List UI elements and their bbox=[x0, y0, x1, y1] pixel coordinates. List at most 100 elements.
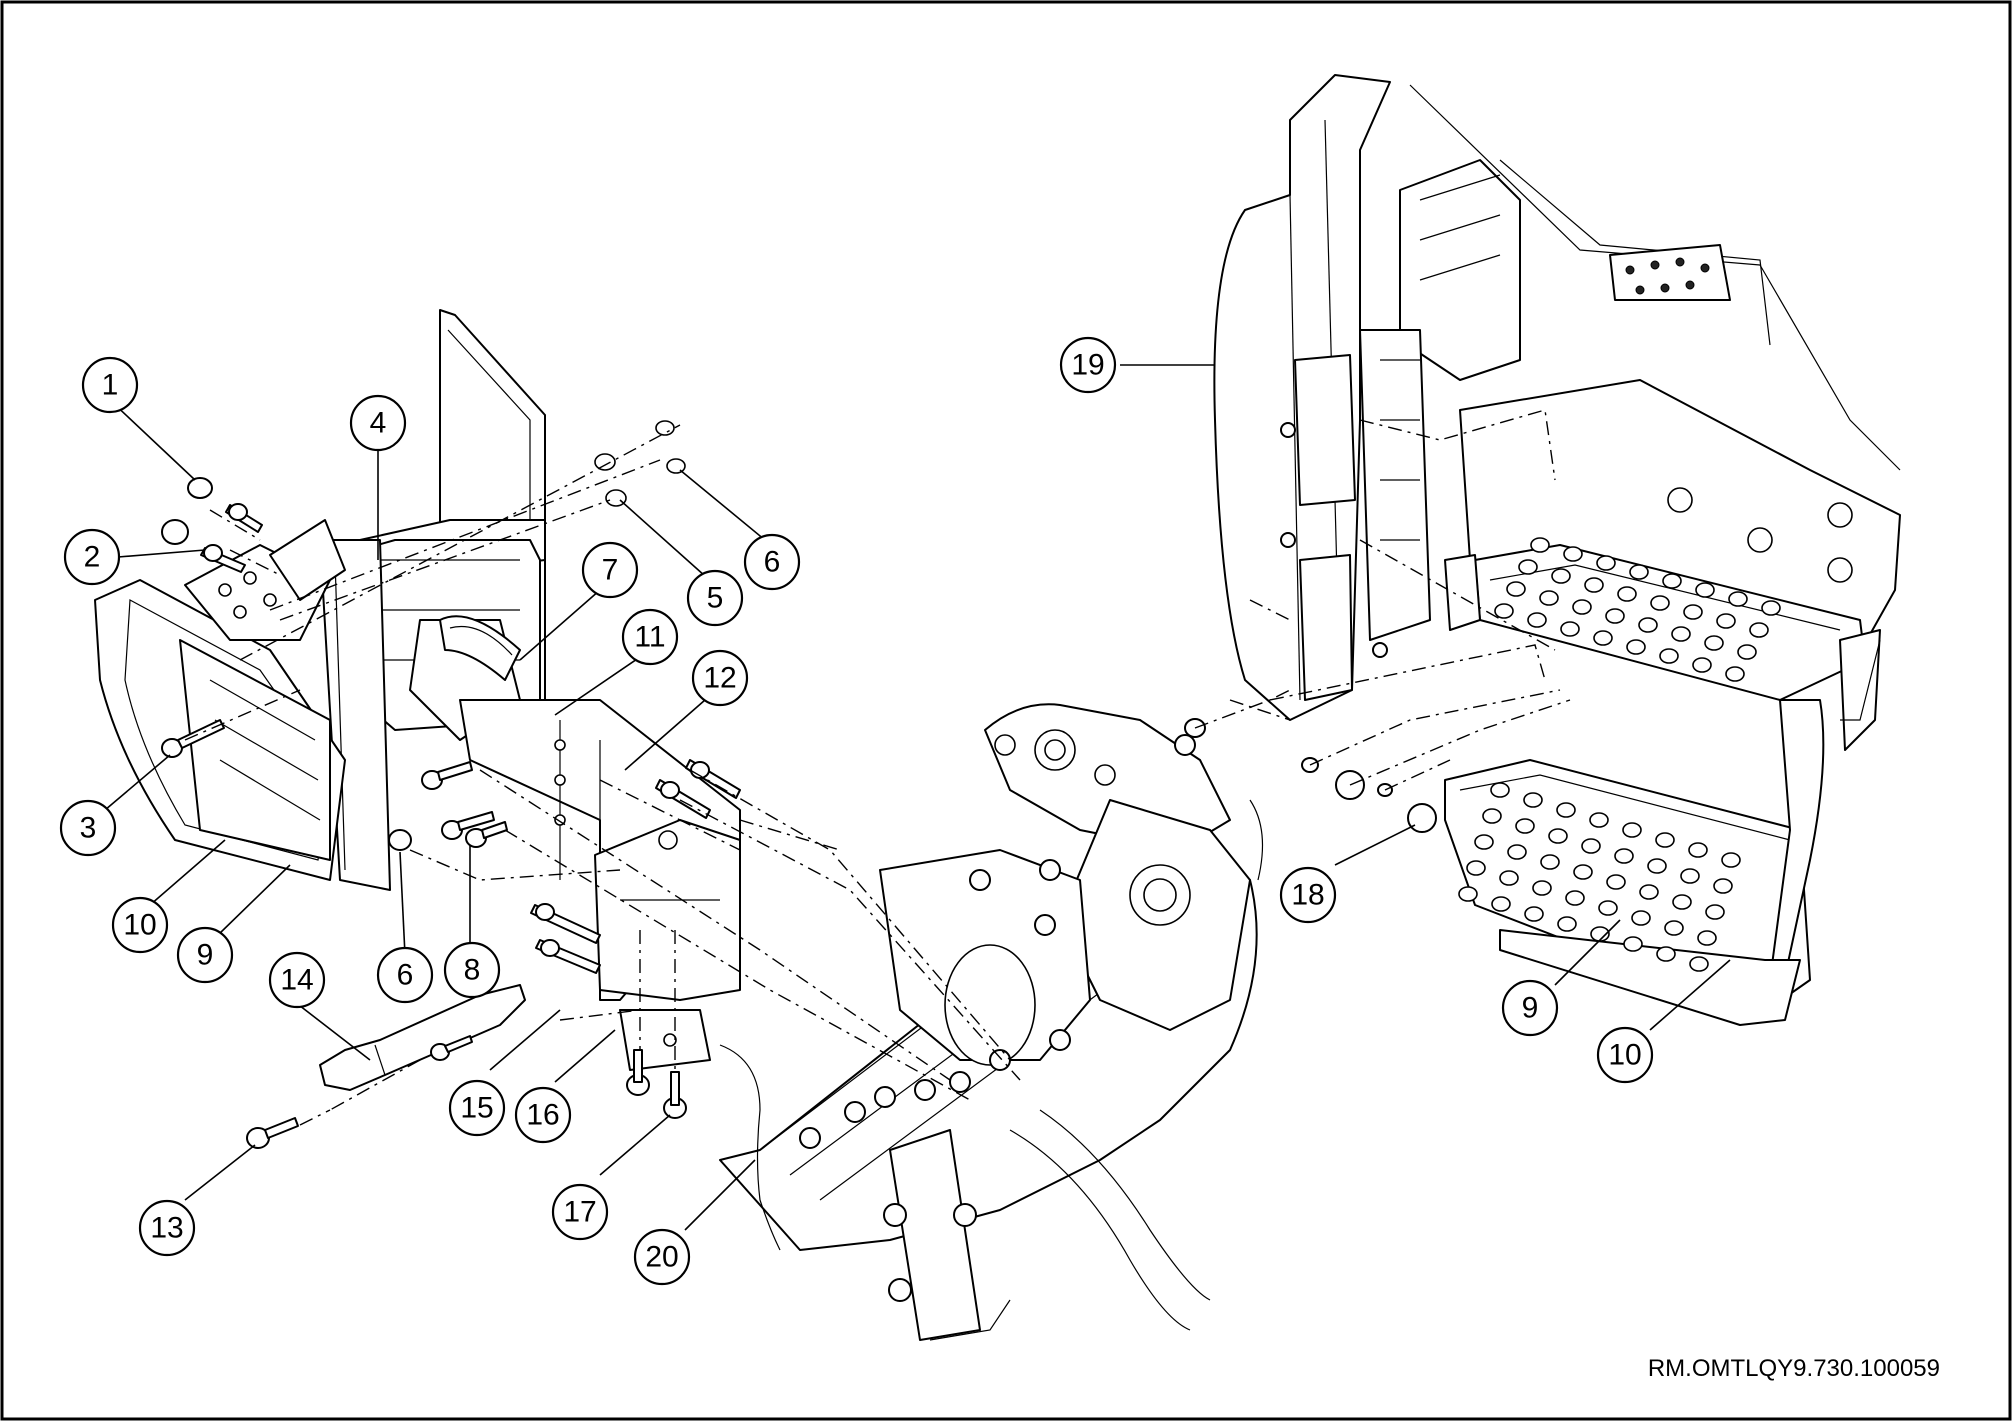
side-fairing-19 bbox=[1213, 74, 1521, 721]
tread-hole bbox=[1614, 848, 1634, 864]
svg-text:3: 3 bbox=[80, 812, 97, 845]
tread-holes-lower bbox=[1458, 782, 1741, 972]
tread-hole bbox=[1494, 603, 1514, 619]
tread-hole bbox=[1713, 878, 1733, 894]
svg-text:6: 6 bbox=[764, 546, 781, 579]
tread-hole bbox=[1662, 573, 1682, 589]
callout-10-left: 10 bbox=[111, 896, 169, 954]
tread-hole bbox=[1659, 648, 1679, 664]
tread-hole bbox=[1466, 860, 1486, 876]
tread-hole bbox=[1647, 858, 1667, 874]
tread-hole bbox=[1532, 880, 1552, 896]
svg-text:2: 2 bbox=[84, 541, 101, 574]
svg-text:1: 1 bbox=[102, 369, 119, 402]
tread-hole bbox=[1518, 559, 1538, 575]
tread-hole bbox=[1749, 622, 1769, 638]
tread-hole bbox=[1688, 842, 1708, 858]
tread-hole bbox=[1683, 604, 1703, 620]
tread-hole bbox=[1581, 838, 1601, 854]
tread-hole bbox=[1629, 564, 1649, 580]
tread-hole bbox=[1556, 802, 1576, 818]
tread-hole bbox=[1458, 886, 1478, 902]
tread-hole bbox=[1540, 854, 1560, 870]
tread-hole bbox=[1697, 930, 1717, 946]
tread-hole bbox=[1539, 590, 1559, 606]
tread-hole bbox=[1606, 874, 1626, 890]
cab-panel-background bbox=[1409, 84, 1901, 471]
tread-hole bbox=[1584, 577, 1604, 593]
callout-5: 5 bbox=[686, 569, 744, 627]
tread-hole bbox=[1638, 617, 1658, 633]
tread-hole bbox=[1548, 828, 1568, 844]
tread-hole bbox=[1655, 832, 1675, 848]
tread-hole bbox=[1672, 894, 1692, 910]
tread-hole bbox=[1596, 555, 1616, 571]
tread-hole bbox=[1491, 896, 1511, 912]
tread-hole bbox=[1622, 822, 1642, 838]
callout-13: 13 bbox=[138, 1199, 196, 1257]
assembly-lines bbox=[184, 409, 1571, 1126]
bolts-17 bbox=[626, 1049, 687, 1119]
washers-5 bbox=[594, 420, 686, 507]
callout-10-right: 10 bbox=[1596, 1026, 1654, 1084]
bracket-plate-12 bbox=[594, 819, 741, 1001]
svg-text:9: 9 bbox=[1522, 992, 1539, 1025]
bolts-8 bbox=[421, 761, 508, 848]
tread-hole bbox=[1515, 818, 1535, 834]
callout-20: 20 bbox=[633, 1228, 691, 1286]
tread-hole bbox=[1499, 870, 1519, 886]
bolt-3 bbox=[161, 719, 225, 758]
drawing-reference-code: RM.OMTLQY9.730.100059 bbox=[1647, 1355, 1940, 1382]
tread-hole bbox=[1725, 666, 1745, 682]
tread-hole bbox=[1530, 537, 1550, 553]
callout-9-left: 9 bbox=[176, 926, 234, 984]
callout-17: 17 bbox=[551, 1183, 609, 1241]
tread-hole bbox=[1689, 956, 1709, 972]
tread-hole bbox=[1507, 844, 1527, 860]
svg-text:19: 19 bbox=[1071, 349, 1104, 382]
callout-bubbles: 1 2 3 4 5 6 7 11 12 10 9 6 8 14 15 16 13… bbox=[59, 336, 1654, 1286]
svg-text:16: 16 bbox=[526, 1099, 559, 1132]
tread-hole bbox=[1737, 644, 1757, 660]
callout-2: 2 bbox=[63, 528, 121, 586]
callout-19: 19 bbox=[1059, 336, 1117, 394]
svg-text:14: 14 bbox=[280, 964, 313, 997]
tread-hole bbox=[1650, 595, 1670, 611]
tread-hole bbox=[1626, 639, 1646, 655]
tread-hole bbox=[1506, 581, 1526, 597]
tread-hole bbox=[1593, 630, 1613, 646]
tread-hole bbox=[1761, 600, 1781, 616]
tread-hole bbox=[1572, 599, 1592, 615]
nut-6-lower bbox=[388, 829, 412, 851]
callout-4: 4 bbox=[349, 394, 407, 452]
tow-hook-14 bbox=[319, 984, 526, 1091]
tread-hole bbox=[1490, 782, 1510, 798]
svg-text:20: 20 bbox=[645, 1241, 678, 1274]
tread-hole bbox=[1565, 890, 1585, 906]
svg-text:15: 15 bbox=[460, 1092, 493, 1125]
strap-7 bbox=[439, 615, 521, 681]
svg-text:9: 9 bbox=[197, 939, 214, 972]
svg-text:6: 6 bbox=[397, 959, 414, 992]
callout-11: 11 bbox=[621, 608, 679, 666]
tread-hole bbox=[1692, 657, 1712, 673]
tread-hole bbox=[1664, 920, 1684, 936]
svg-text:17: 17 bbox=[563, 1196, 596, 1229]
svg-text:12: 12 bbox=[703, 662, 736, 695]
callout-3: 3 bbox=[59, 799, 117, 857]
tread-hole bbox=[1482, 808, 1502, 824]
svg-text:5: 5 bbox=[707, 582, 724, 615]
left-step-bracket-assembly bbox=[94, 309, 546, 891]
svg-text:7: 7 bbox=[602, 554, 619, 587]
tread-hole bbox=[1671, 626, 1691, 642]
bolt-1 bbox=[187, 477, 263, 533]
callout-15: 15 bbox=[448, 1079, 506, 1137]
tread-hole bbox=[1617, 586, 1637, 602]
tread-hole bbox=[1716, 613, 1736, 629]
tread-hole bbox=[1623, 936, 1643, 952]
callout-6: 6 bbox=[743, 533, 801, 591]
tread-hole bbox=[1705, 904, 1725, 920]
callout-6-lower: 6 bbox=[376, 946, 434, 1004]
